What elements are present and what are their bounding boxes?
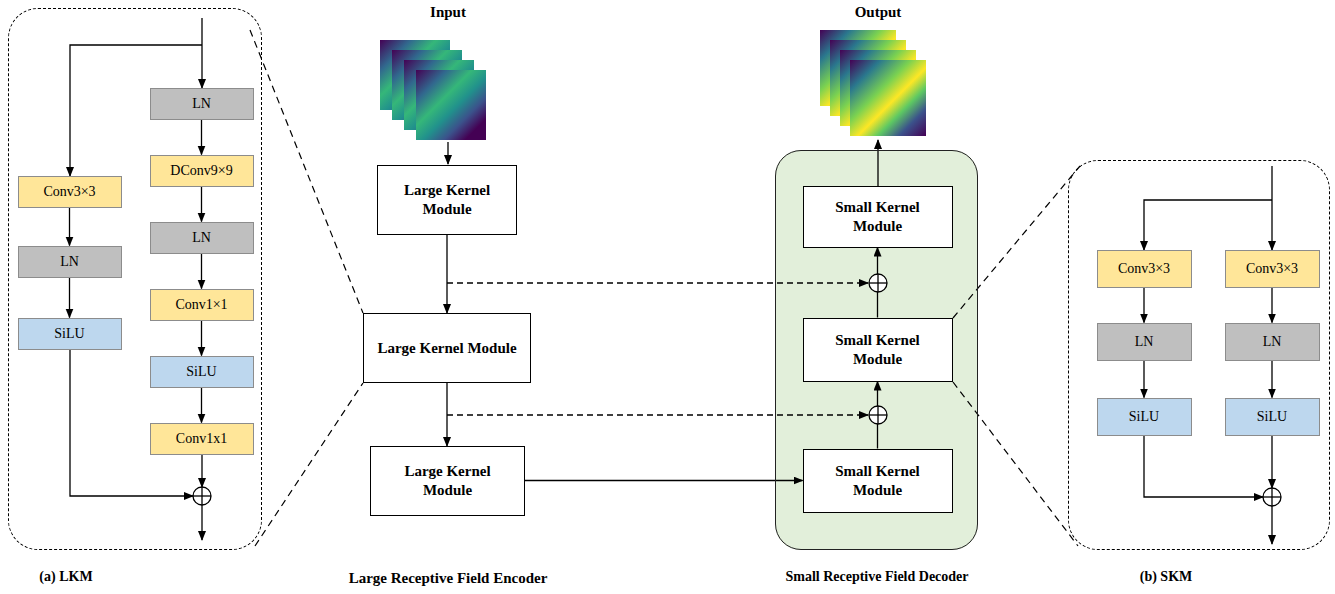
input-image-stack <box>380 40 486 140</box>
box-text: Conv3×3 <box>1118 261 1170 277</box>
activation-box: SiLU <box>1097 398 1192 436</box>
module-box: Small Kernel Module <box>803 186 953 248</box>
norm-box: LN <box>18 246 122 278</box>
conv-box: Conv1×1 <box>150 289 254 321</box>
flow-arrow <box>1271 288 1272 323</box>
encoder-label: Large Receptive Field Encoder <box>349 570 548 587</box>
flow-arrow <box>201 321 202 356</box>
box-text: LN <box>192 96 211 112</box>
input-label: Input <box>430 4 466 21</box>
flow-arrow <box>69 208 70 246</box>
flow-arrow <box>201 120 202 155</box>
module-box: Large Kernel Module <box>370 446 525 516</box>
decoder-panel: Small Receptive Field DecoderSmall Kerne… <box>775 150 978 550</box>
norm-box: LN <box>1225 323 1320 361</box>
conv-box: DConv9×9 <box>150 155 254 187</box>
flow-arrow <box>525 480 803 481</box>
norm-box: LN <box>1097 323 1192 361</box>
box-text: Conv1×1 <box>175 297 227 313</box>
input-arrow <box>447 142 448 164</box>
zoom-line <box>953 166 1080 318</box>
output-label: Output <box>855 4 902 21</box>
box-text: Large Kernel Module <box>377 339 516 358</box>
skm-panel: (b) SKMConv3×3LNSiLUConv3×3LNSiLU <box>1068 160 1330 550</box>
sum-symbol <box>1263 488 1281 506</box>
sum-symbol <box>869 406 887 424</box>
box-text: Conv3×3 <box>43 184 95 200</box>
box-text: SiLU <box>186 364 216 380</box>
box-text: LN <box>60 254 79 270</box>
box-text: Small Kernel Module <box>812 198 944 236</box>
sum-symbol <box>193 487 211 505</box>
conv-box: Conv3×3 <box>1097 250 1192 288</box>
lkm-panel: (a) LKMConv3×3LNSiLULNDConv9×9LNConv1×1S… <box>8 8 262 550</box>
box-text: Conv3×3 <box>1246 261 1298 277</box>
module-box: Large Kernel Module <box>363 313 531 383</box>
box-text: DConv9×9 <box>170 163 232 179</box>
output-image-stack <box>820 30 926 136</box>
norm-box: LN <box>150 222 254 254</box>
box-text: LN <box>192 230 211 246</box>
flow-arrow <box>446 235 447 313</box>
sum-symbol <box>869 274 887 292</box>
conv-box: Conv1x1 <box>150 423 254 455</box>
flow-arrow <box>1143 361 1144 398</box>
box-text: Large Kernel Module <box>386 181 508 219</box>
output-arrow <box>877 140 878 186</box>
box-text: SiLU <box>1129 409 1159 425</box>
box-text: Small Kernel Module <box>812 331 944 369</box>
panel-caption: (a) LKM <box>39 569 92 585</box>
box-text: Small Kernel Module <box>812 462 944 500</box>
skip-connection <box>447 414 868 415</box>
flow-arrow <box>201 187 202 222</box>
flow-arrow <box>1271 361 1272 398</box>
flow-arrow <box>201 254 202 289</box>
panel-caption: Small Receptive Field Decoder <box>785 569 968 585</box>
zoom-line <box>255 383 363 546</box>
conv-box: Conv3×3 <box>1225 250 1320 288</box>
decoder-ground <box>775 150 978 550</box>
flow-arrow <box>69 278 70 318</box>
box-text: LN <box>1263 334 1282 350</box>
zoom-line <box>953 382 1078 546</box>
zoom-line <box>250 30 363 313</box>
flow-arrow <box>1143 288 1144 323</box>
box-text: SiLU <box>1257 409 1287 425</box>
box-text: LN <box>1135 334 1154 350</box>
box-text: Large Kernel Module <box>379 462 516 500</box>
activation-box: SiLU <box>150 356 254 388</box>
skip-connection <box>447 282 868 283</box>
flow-arrow <box>201 388 202 423</box>
conv-box: Conv3×3 <box>18 176 122 208</box>
norm-box: LN <box>150 88 254 120</box>
box-text: Conv1x1 <box>176 431 227 447</box>
module-box: Large Kernel Module <box>377 165 517 235</box>
activation-box: SiLU <box>18 318 122 350</box>
module-box: Small Kernel Module <box>803 318 953 382</box>
panel-caption: (b) SKM <box>1140 569 1193 585</box>
activation-box: SiLU <box>1225 398 1320 436</box>
module-box: Small Kernel Module <box>803 449 953 513</box>
box-text: SiLU <box>54 326 84 342</box>
